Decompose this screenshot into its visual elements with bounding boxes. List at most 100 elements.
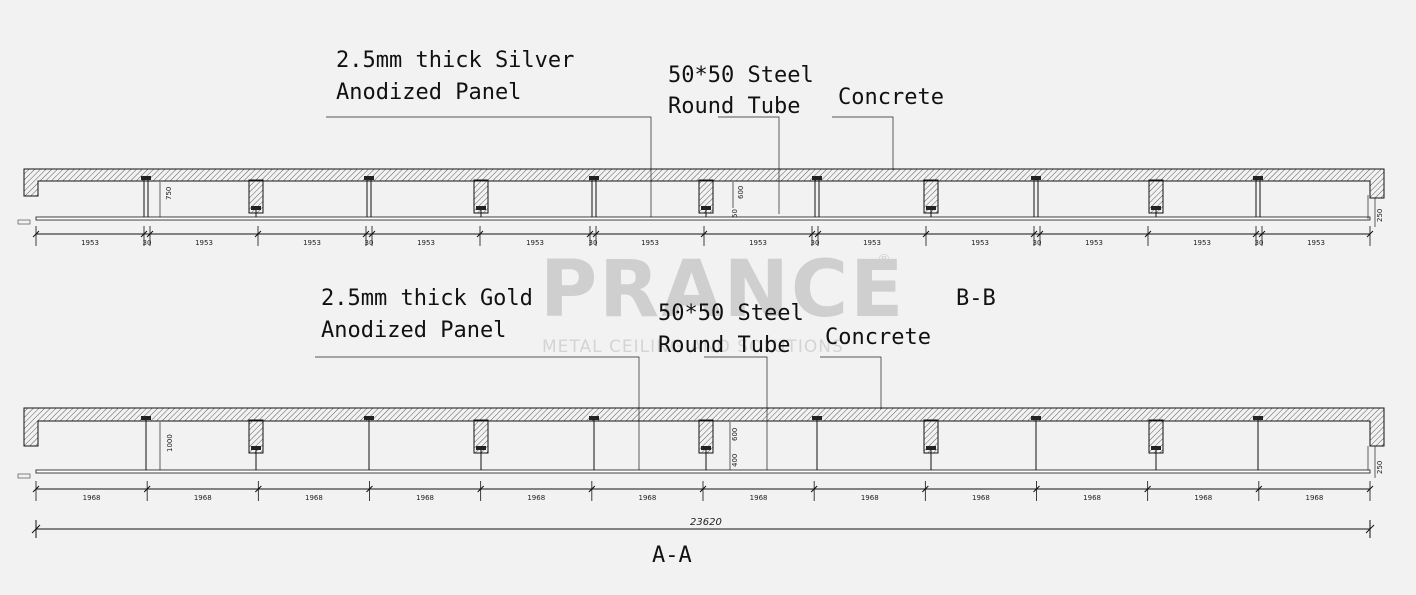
dim-label-18: 1953 [1307,239,1325,247]
dim-tick-16 [1144,230,1152,238]
bb-section-title: B-B [956,286,996,311]
dim-tick-2 [140,230,148,238]
dim-label-17: 30 [1255,239,1264,247]
dim-tick-4 [366,485,373,493]
dim-tick-4 [254,230,262,238]
dim-tick-12 [1255,485,1263,493]
bb-vdim-50: 50 [731,209,739,218]
beam-hanger-bracket-2 [476,206,486,210]
hanger-bracket-6 [1253,416,1263,420]
beam-hanger-bracket-1 [251,206,261,210]
beam-hanger-bracket-3 [701,446,711,450]
aa-section-title: A-A [652,543,692,568]
dim-tick-11 [808,230,816,238]
hanger-bracket-6 [1253,176,1263,180]
dim-label-1: 1953 [81,239,99,247]
dim-tick-12 [814,230,822,238]
dim-label-12: 1953 [863,239,881,247]
hanger-bracket-1 [141,416,151,420]
dim-tick-19 [1366,230,1374,238]
dim-tick-9 [921,485,929,493]
dim-label-11: 30 [811,239,820,247]
bb-tube-leader [718,116,780,214]
bb-concrete-label: Concrete [838,85,944,110]
dim-tick-8 [810,485,818,493]
aa-panel-leader [315,356,640,470]
bb-vdim-250: 250 [1376,209,1384,222]
dim-label-10: 1968 [1083,494,1101,502]
hanger-bracket-4 [812,416,822,420]
aa-tube-label-line1: 50*50 Steel [658,301,804,326]
dim-label-6: 1953 [417,239,435,247]
bb-panel-leader [326,116,652,219]
dim-label-13: 1953 [971,239,989,247]
dim-label-3: 1953 [195,239,213,247]
dim-tick-6 [588,485,596,493]
bb-vdim-600: 600 [737,186,745,199]
dim-label-8: 1968 [861,494,879,502]
dim-tick-14 [1030,230,1038,238]
watermark-tagline: METAL CEILING AND SOLUTIONS [542,337,844,357]
beam-hanger-bracket-4 [926,446,936,450]
bb-tube-label-line1: 50*50 Steel [668,63,814,88]
dim-label-8: 30 [589,239,598,247]
gold-panel-label-line1: 2.5mm thick Gold [321,286,533,311]
dim-label-7: 1953 [526,239,544,247]
dim-tick-17 [1252,230,1260,238]
bb-hangers [141,176,1263,217]
dim-tick-7 [699,485,707,493]
dim-label-15: 1953 [1085,239,1103,247]
hanger-bracket-2 [364,176,374,180]
bb-dimension-chain: 1953 30 1953 1953 30 1953 1953 30 1953 1953 30 1953… [32,226,1374,247]
dim-tick-7 [476,230,484,238]
dim-label-10: 1953 [749,239,767,247]
aa-vdim-250: 250 [1376,461,1384,474]
dim-label-16: 1953 [1193,239,1211,247]
dim-label-1: 1968 [83,494,101,502]
bb-concrete-leader [832,116,894,170]
bb-vdim-750: 750 [165,187,173,200]
dim-tick-10 [700,230,708,238]
bb-ceiling-panel [35,216,1371,221]
hanger-bracket-3 [589,416,599,420]
hanger-bracket-4 [812,176,822,180]
beam-hanger-bracket-2 [476,446,486,450]
aa-wall-trim [17,473,31,479]
hanger-bracket-5 [1031,416,1041,420]
beam-hanger-bracket-4 [926,206,936,210]
hanger-bracket-3 [589,176,599,180]
beam-hanger-bracket-5 [1151,206,1161,210]
aa-vdim-1000: 1000 [166,434,174,452]
dim-label-4: 1968 [416,494,434,502]
dim-label-9: 1968 [972,494,990,502]
hanger-bracket-5 [1031,176,1041,180]
aa-tube-label-line2: Round Tube [658,333,790,358]
dim-label-4: 1953 [303,239,321,247]
watermark: PRANCE ® METAL CEILING AND SOLUTIONS [540,245,905,357]
silver-panel-label-line1: 2.5mm thick Silver [336,48,574,73]
dim-label-5: 30 [365,239,374,247]
aa-total-tick-right [1365,524,1375,534]
dim-tick-18 [1258,230,1266,238]
bb-wall-trim [17,219,31,225]
dim-label-12: 1968 [1306,494,1324,502]
beam-hanger-bracket-1 [251,446,261,450]
dim-label-11: 1968 [1194,494,1212,502]
dim-tick-1 [32,230,40,238]
gold-panel-label-line2: Anodized Panel [321,318,506,343]
dim-label-14: 30 [1033,239,1042,247]
aa-concrete-label: Concrete [825,325,931,350]
hanger-bracket-1 [141,176,151,180]
beam-hanger-bracket-5 [1151,446,1161,450]
aa-ceiling-panel [35,469,1371,474]
dim-tick-6 [368,230,376,238]
dim-label-5: 1968 [527,494,545,502]
dim-tick-3 [146,230,154,238]
dim-tick-9 [592,230,600,238]
dim-tick-5 [477,485,485,493]
watermark-brand: PRANCE [540,245,905,335]
dim-tick-8 [586,230,594,238]
aa-concrete-leader [820,356,882,409]
